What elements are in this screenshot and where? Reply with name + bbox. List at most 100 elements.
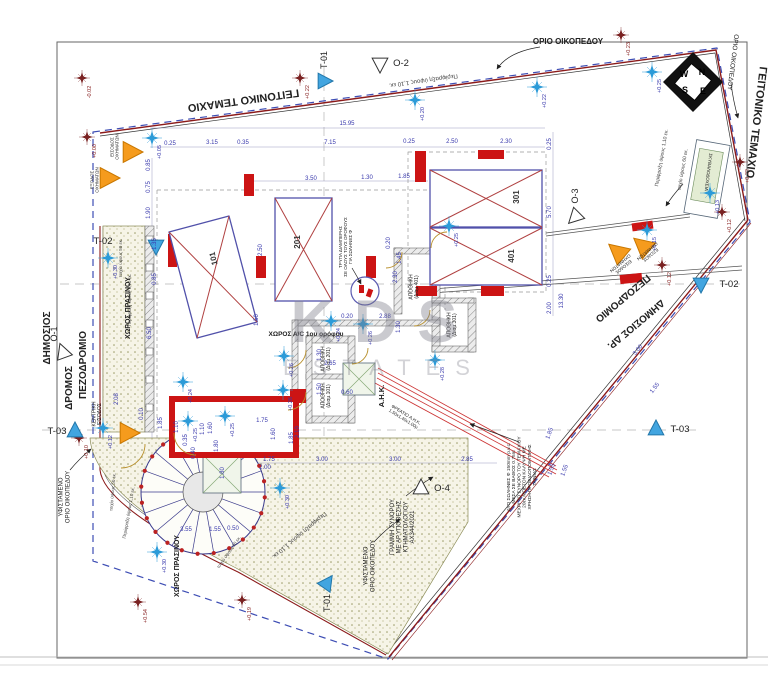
neighboring-parcel-label-top: ΓΕΙΤΟΝΙΚΟ ΤΕΜΑΧΙΟ bbox=[187, 86, 300, 114]
star-axis bbox=[657, 260, 667, 270]
bins-label: ΣΚΥΒΑΛΟΔΟΧΕΙΑ bbox=[704, 153, 714, 191]
hatched-wall bbox=[305, 335, 313, 424]
elevation-value: +0.32 bbox=[745, 169, 751, 183]
red-wall bbox=[256, 256, 266, 278]
stair-baluster-dot bbox=[165, 540, 170, 545]
elevation-star bbox=[78, 128, 96, 146]
stair-baluster-dot bbox=[262, 495, 267, 500]
star-axis bbox=[274, 482, 286, 494]
elevation-value: +0.20 bbox=[420, 107, 426, 121]
green-space-label-bottom: ΧΩΡΟΣ ΠΡΑΣΙΝΟΥ bbox=[174, 535, 181, 597]
cadastral-boundary-dashed bbox=[92, 47, 751, 660]
dimension-label: 6.50 bbox=[147, 327, 153, 339]
parking-201-label: 201 bbox=[293, 235, 302, 249]
stair-step bbox=[155, 451, 188, 480]
pvc-pipe-line bbox=[377, 372, 558, 471]
elevation-value: +0.54 bbox=[143, 609, 149, 623]
elevation-star bbox=[270, 478, 290, 498]
stair-step bbox=[144, 470, 185, 486]
leader-arrow bbox=[496, 46, 541, 70]
compass-inner bbox=[674, 63, 712, 101]
elevation-value: +0.30 bbox=[162, 559, 168, 573]
dimension-label: 3.55 bbox=[180, 527, 192, 533]
plot-boundary-line bbox=[388, 219, 749, 658]
pipes-note: ΔΥΟ ΣΩΛΗΝΕΣ Φ 150mm p.v.c.ΜΕΣΑ ΣΕ ΒΑΘΟΣ … bbox=[506, 436, 538, 518]
elevation-star bbox=[215, 406, 235, 426]
red-wall bbox=[478, 150, 504, 159]
elevation-value: +0.12 bbox=[667, 272, 673, 286]
dimension-label: 1.50 bbox=[254, 314, 260, 326]
dimension-label: 1.80 bbox=[214, 440, 220, 452]
hatched-wall bbox=[305, 415, 355, 424]
elevation-value: -0.02 bbox=[87, 86, 93, 99]
public-road-label-left: ΔΗΜΟΣΙΟΣ bbox=[42, 311, 53, 364]
dimension-label: 0.40 bbox=[191, 447, 197, 459]
dimension-label: 1.75 bbox=[256, 418, 268, 424]
leader-arrow bbox=[373, 518, 401, 543]
dimension-label: 1.55 bbox=[649, 381, 661, 394]
star-axis bbox=[409, 94, 421, 106]
stair-baluster-dot bbox=[139, 484, 144, 489]
elevation-value: +0.24 bbox=[188, 389, 194, 403]
green-space-strip bbox=[102, 225, 146, 433]
red-wall bbox=[244, 174, 254, 196]
ahk-label: Α.Η.Κ. bbox=[377, 385, 386, 408]
compass-letter: E bbox=[700, 86, 706, 96]
elevation-value: +0.25 bbox=[454, 233, 460, 247]
dimension-label: 1.75 bbox=[263, 457, 275, 463]
column bbox=[145, 319, 154, 328]
red-wall bbox=[415, 151, 426, 182]
column bbox=[145, 291, 154, 300]
landing-cross bbox=[202, 454, 242, 494]
dimension-label: 0.85 bbox=[152, 273, 158, 285]
dimension-label: 0.50 bbox=[227, 526, 239, 532]
elevation-value: +0.13 bbox=[715, 200, 721, 214]
marker-t01-bottom bbox=[316, 574, 333, 594]
elevation-star bbox=[274, 346, 294, 366]
elevation-value: +0.05 bbox=[157, 145, 163, 159]
bins-area bbox=[690, 147, 724, 205]
elevation-star bbox=[129, 593, 147, 611]
dimension-label: 3.00 bbox=[316, 457, 328, 463]
star-axis bbox=[151, 546, 163, 558]
marker-o3 bbox=[567, 206, 586, 225]
star-axis bbox=[146, 132, 158, 144]
star-axis bbox=[237, 595, 247, 605]
stair-baluster-dot bbox=[195, 551, 200, 556]
stair-baluster-dot bbox=[150, 454, 155, 459]
o2-label: O-2 bbox=[393, 58, 409, 69]
dimension-label: 1.55 bbox=[209, 527, 221, 533]
dimension-label: 0.25 bbox=[164, 141, 176, 147]
red-wall bbox=[366, 256, 376, 278]
dimension-label: 1.55 bbox=[547, 463, 557, 477]
parking-401-label: 401 bbox=[507, 249, 516, 263]
elevation-value: +0.30 bbox=[113, 265, 119, 279]
stair-baluster-dot bbox=[142, 468, 147, 473]
dimension-label: 0.35 bbox=[183, 434, 189, 446]
elevation-value: +0.25 bbox=[657, 79, 663, 93]
elevation-value: +0.00 bbox=[92, 144, 98, 158]
leader-arrow bbox=[469, 423, 520, 443]
dimension-label: 2.10 bbox=[295, 426, 301, 438]
main-entrance-label: ΚΕΝΤΡΙΚΗΕΙΣΟΔΟΣ bbox=[91, 401, 103, 426]
ahk-cross bbox=[342, 362, 376, 396]
stair-step bbox=[191, 511, 200, 554]
column bbox=[145, 403, 154, 412]
elevation-star bbox=[612, 26, 630, 44]
parking-cross bbox=[168, 215, 258, 339]
dimension-label: 2.00 bbox=[547, 302, 553, 314]
dimension-label: 0.20 bbox=[341, 314, 353, 320]
plot-boundary-line bbox=[385, 217, 746, 655]
elevation-value: +0.22 bbox=[305, 85, 311, 99]
dimension-label: 0.75 bbox=[146, 181, 152, 193]
wall-line bbox=[545, 213, 691, 234]
star-axis bbox=[278, 350, 290, 362]
o4-label: O-4 bbox=[434, 483, 450, 494]
elevation-value: +0.12 bbox=[108, 435, 114, 449]
star-axis bbox=[641, 224, 653, 236]
parking-cross bbox=[429, 169, 543, 228]
dimension-label: 2.88 bbox=[379, 314, 391, 320]
leader-arrow bbox=[69, 448, 92, 471]
